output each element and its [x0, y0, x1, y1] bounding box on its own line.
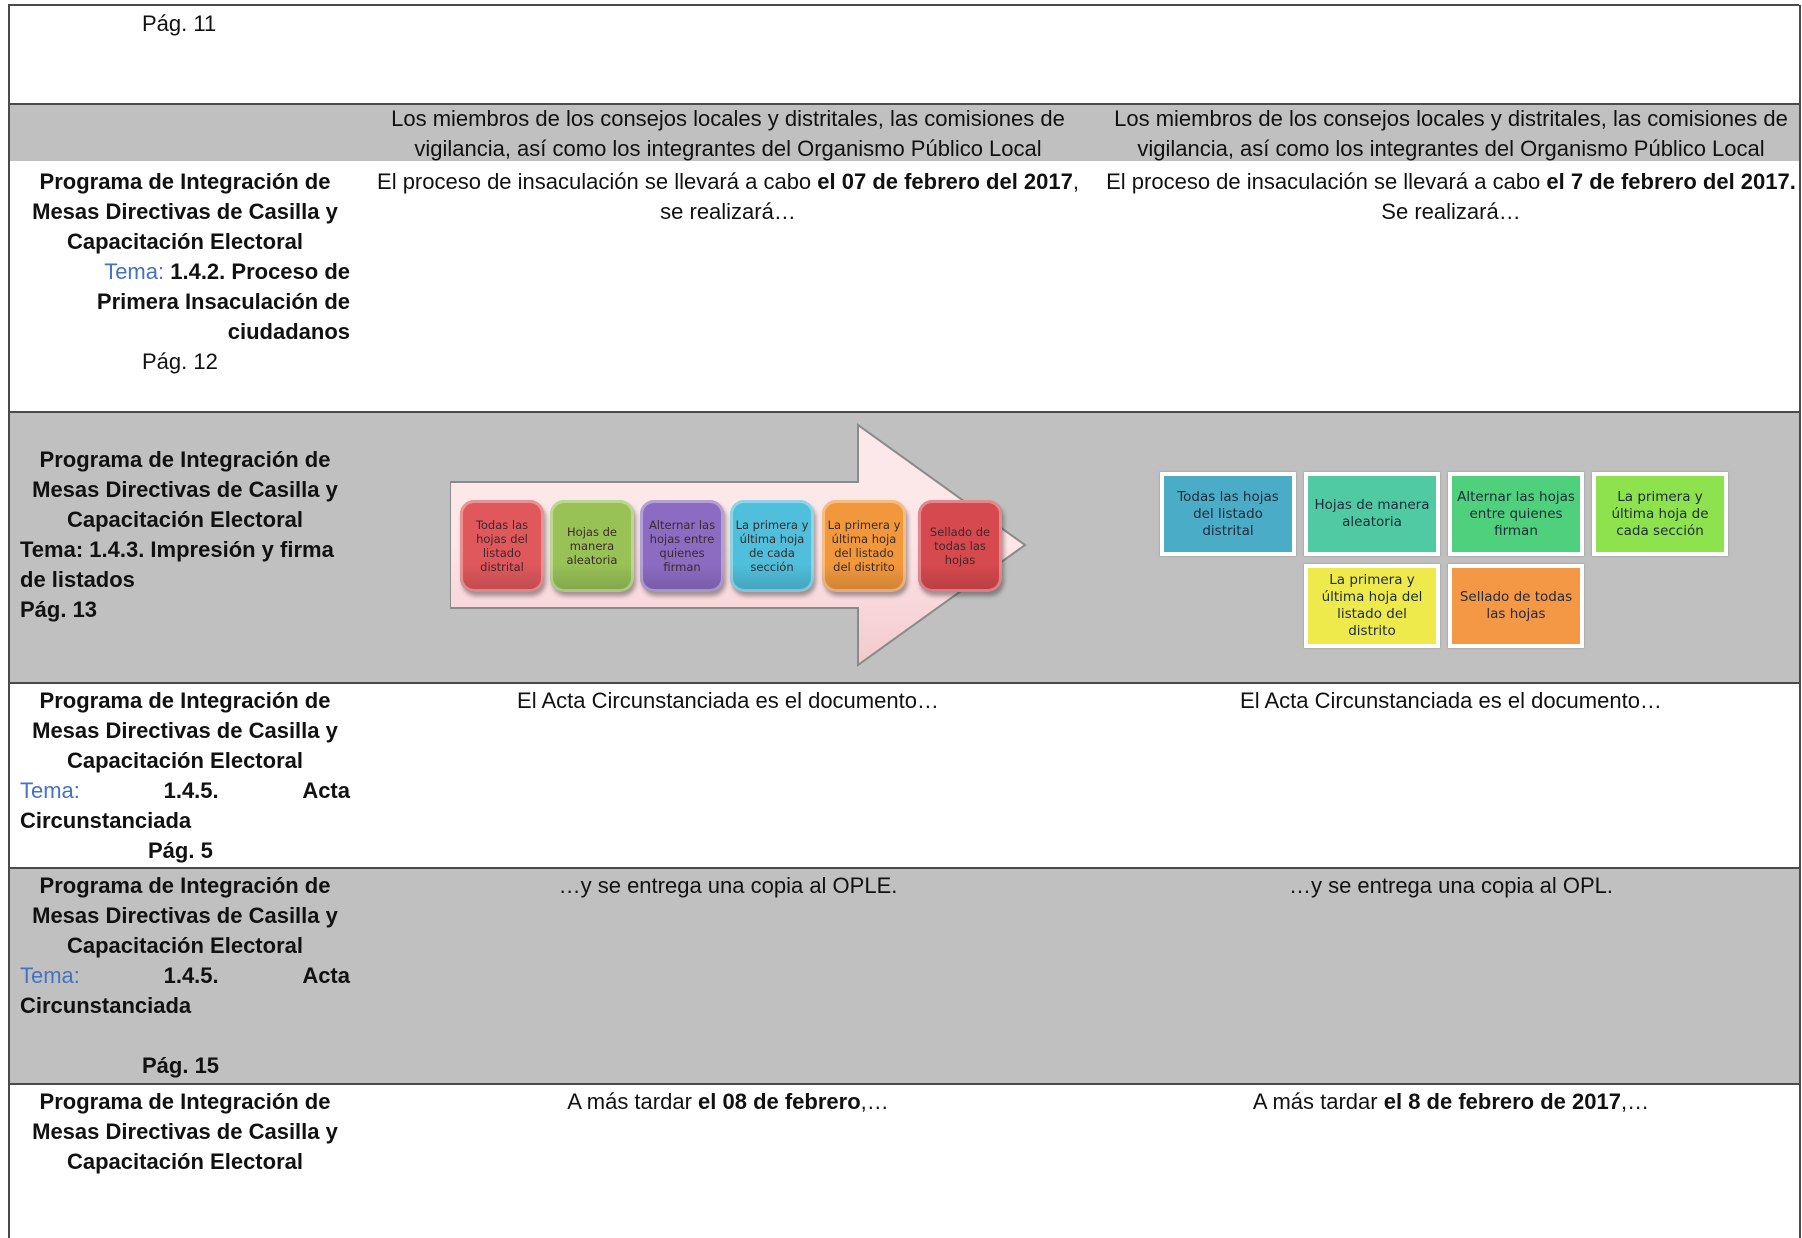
row-insaculacion: Programa de Integración de Mesas Directi…: [8, 163, 1799, 411]
tema-word: Acta: [302, 778, 350, 803]
program-name: Programa de Integración de Mesas Directi…: [32, 688, 338, 773]
table-border: [8, 5, 10, 1238]
table-border: [1799, 5, 1801, 1238]
row-divider: [8, 1083, 1799, 1085]
row-acta-5: Programa de Integración de Mesas Directi…: [8, 684, 1799, 867]
arrow-step: Sellado de todas las hojas: [918, 500, 1002, 592]
tema-number: 1.4.5.: [163, 778, 219, 803]
program-name: Programa de Integración de Mesas Directi…: [32, 447, 338, 532]
arrow-step: La primera y última hoja de cada sección: [730, 500, 814, 592]
arrow-step: Todas las hojas del listado distrital: [460, 500, 544, 592]
table-border: [8, 4, 1799, 6]
text-cell-left: El Acta Circunstanciada es el documento…: [517, 688, 939, 713]
text-cell-right: El Acta Circunstanciada es el documento…: [1240, 688, 1662, 713]
tema-title-line: de listados: [20, 567, 135, 592]
row-divider: [8, 411, 1799, 413]
text-cell-left: A más tardar el 08 de febrero,…: [567, 1089, 889, 1114]
tema-title-line: Tema: 1.4.3. Impresión y firma: [20, 537, 334, 562]
page-reference: Pág. 11: [142, 11, 217, 36]
row-divider: [8, 867, 1799, 869]
page-reference: Pág. 15: [142, 1053, 220, 1078]
tema-label: Tema:: [104, 259, 165, 284]
step-tile: Hojas de manera aleatoria: [1304, 472, 1440, 556]
program-name: Programa de Integración de Mesas Directi…: [32, 169, 338, 254]
page-reference: Pág. 5: [148, 838, 213, 863]
row-page-11: Pág. 11: [8, 5, 1799, 104]
row-acta-15: Programa de Integración de Mesas Directi…: [8, 869, 1799, 1083]
page-reference: Pág. 13: [20, 597, 98, 622]
arrow-step: Alternar las hojas entre quienes firman: [640, 500, 724, 592]
step-tile: Alternar las hojas entre quienes firman: [1448, 472, 1584, 556]
row-header: Los miembros de los consejos locales y d…: [8, 104, 1799, 161]
step-tile: La primera y última hoja de cada sección: [1592, 472, 1728, 556]
row-divider: [8, 682, 1799, 684]
tema-title-line: Primera Insaculación de: [96, 289, 350, 314]
header-cell-right: Los miembros de los consejos locales y d…: [1114, 106, 1788, 161]
header-cell-left: Los miembros de los consejos locales y d…: [391, 106, 1065, 161]
row-febrero: Programa de Integración de Mesas Directi…: [8, 1085, 1799, 1238]
page-reference: Pág. 12: [142, 349, 218, 374]
text-cell-left: El proceso de insaculación se llevará a …: [377, 169, 1079, 224]
text-cell-right: El proceso de insaculación se llevará a …: [1106, 169, 1796, 224]
tema-number: 1.4.5.: [163, 963, 219, 988]
tema-label: Tema:: [20, 778, 80, 803]
text-cell-right: A más tardar el 8 de febrero de 2017,…: [1252, 1089, 1650, 1114]
program-name: Programa de Integración de Mesas Directi…: [32, 1089, 338, 1174]
tema-title-line: ciudadanos: [227, 319, 350, 344]
program-name: Programa de Integración de Mesas Directi…: [32, 873, 338, 958]
arrow-step: La primera y última hoja del listado del…: [822, 500, 906, 592]
text-cell-right: …y se entrega una copia al OPL.: [1288, 873, 1614, 898]
tema-title-line: Circunstanciada: [20, 808, 192, 833]
tema-title-line: Circunstanciada: [20, 993, 192, 1018]
text-cell-left: …y se entrega una copia al OPLE.: [558, 873, 898, 898]
row-divider: [8, 103, 1799, 105]
tema-word: Acta: [302, 963, 350, 988]
step-tile: La primera y última hoja del listado del…: [1304, 564, 1440, 648]
tema-title: 1.4.2. Proceso de: [170, 259, 350, 284]
step-tile: Sellado de todas las hojas: [1448, 564, 1584, 648]
arrow-step: Hojas de manera aleatoria: [550, 500, 634, 592]
tema-label: Tema:: [20, 963, 80, 988]
step-tile: Todas las hojas del listado distrital: [1160, 472, 1296, 556]
